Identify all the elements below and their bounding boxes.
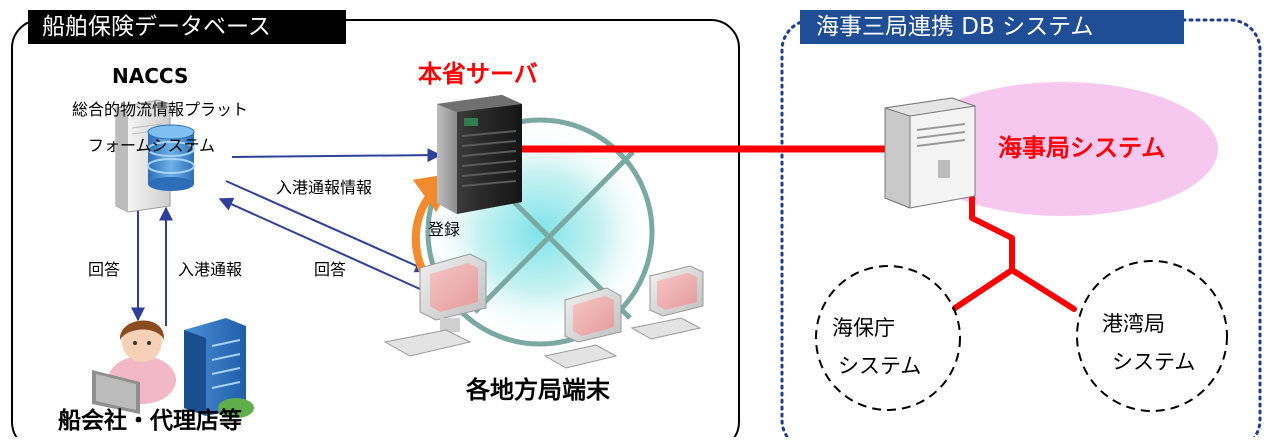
coast-guard-circle	[815, 265, 961, 411]
left-panel-frame	[11, 19, 740, 441]
coast-guard-line1: 海保庁	[832, 316, 895, 340]
naccs-desc-line2: フォームシステム	[88, 136, 216, 155]
server-label: 本省サーバ	[418, 60, 538, 88]
network-circle	[425, 117, 655, 347]
port-line2: システム	[1112, 350, 1196, 374]
maritime-ellipse	[908, 82, 1218, 216]
arrow-naccs-to-server	[231, 148, 442, 163]
office-building-icon	[184, 318, 254, 418]
database-icon	[147, 124, 195, 191]
arrow-terminal-to-naccs	[218, 197, 421, 290]
office-worker-icon	[92, 320, 176, 414]
entry-report-label: 入港通報	[178, 260, 243, 279]
maritime-server-icon	[884, 97, 976, 209]
answer-left-label: 回答	[88, 260, 121, 279]
right-panel-title: 海事三局連携 DB システム	[816, 14, 1094, 40]
port-line1: 港湾局	[1102, 312, 1165, 336]
left-panel-tab	[28, 10, 346, 44]
arrow-naccs-to-terminal	[225, 180, 430, 273]
terminals-label: 各地方局端末	[466, 376, 610, 404]
maritime-label: 海事局システム	[998, 134, 1166, 162]
red-link-right	[1009, 267, 1077, 312]
entry-info-label: 入港通報情報	[276, 178, 373, 197]
company-label: 船会社・代理店等	[58, 408, 242, 434]
left-panel-title: 船舶保険データベース	[42, 14, 271, 40]
coast-guard-line2: システム	[838, 354, 922, 378]
terminal-computer-icon-3	[630, 265, 704, 340]
terminal-computer-icon-2	[543, 287, 622, 369]
main-server-icon	[437, 95, 522, 214]
naccs-name: NACCS	[112, 64, 189, 88]
answer-mid-label: 回答	[314, 260, 347, 279]
register-label: 登録	[428, 220, 461, 239]
right-panel-tab	[800, 10, 1184, 44]
red-link-left	[952, 267, 1015, 311]
port-circle	[1076, 260, 1228, 412]
red-link-branch	[969, 184, 1015, 270]
naccs-desc-line1: 総合的物流情報プラット	[72, 100, 249, 119]
network-cross-b	[473, 150, 635, 314]
terminal-computer-icon-1	[383, 253, 487, 357]
